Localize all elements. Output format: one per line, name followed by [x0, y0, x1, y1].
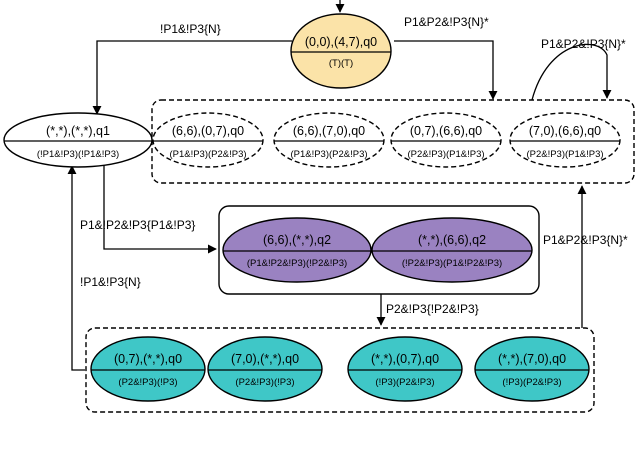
state-initial: (0,0),(4,7),q0 (T)(T) — [290, 13, 392, 89]
state-a2-bottom: (P1&!P3)(P2&!P3) — [290, 149, 367, 160]
state-q1: (*,*),(*,*),q1 (!P1&!P3)(!P1&!P3) — [3, 112, 153, 168]
state-p2-top: (*,*),(6,6),q2 — [418, 233, 486, 247]
state-c2: (7,0),(*,*),q0 (P2&!P3)(!P3) — [207, 336, 323, 402]
state-a2: (6,6),(7,0),q0 (P1&!P3)(P2&!P3) — [273, 112, 385, 168]
state-p1-top: (6,6),(*,*),q2 — [263, 233, 331, 247]
state-a4-top: (7,0),(6,6),q0 — [529, 124, 601, 138]
state-a3-bottom: (P2&!P3)(P1&!P3) — [407, 149, 484, 160]
edge-init-to-q1 — [92, 40, 292, 115]
state-initial-bottom: (T)(T) — [329, 58, 353, 69]
state-c2-top: (7,0),(*,*),q0 — [231, 352, 299, 366]
label-purple-to-cyan: P2&!P3{!P2&!P3} — [386, 302, 479, 316]
state-c4: (*,*),(7,0),q0 (!P3)(P2&!P3) — [474, 336, 590, 402]
state-a1-top: (6,6),(0,7),q0 — [172, 124, 244, 138]
edge-q1-to-purple — [103, 161, 217, 254]
state-a4-bottom: (P2&!P3)(P1&!P3) — [526, 149, 603, 160]
state-a4: (7,0),(6,6),q0 (P2&!P3)(P1&!P3) — [509, 112, 621, 168]
state-p1-bottom: (P1&!P2&!P3)(!P2&!P3) — [247, 258, 347, 269]
state-a3-top: (0,7),(6,6),q0 — [410, 124, 482, 138]
state-c4-top: (*,*),(7,0),q0 — [498, 352, 566, 366]
state-c4-bottom: (!P3)(P2&!P3) — [502, 377, 561, 388]
state-c1-bottom: (P2&!P3)(!P3) — [118, 377, 177, 388]
state-c3-bottom: (!P3)(P2&!P3) — [375, 377, 434, 388]
state-c3-top: (*,*),(0,7),q0 — [371, 352, 439, 366]
state-a1-bottom: (P1&!P3)(P2&!P3) — [169, 149, 246, 160]
state-q1-bottom: (!P1&!P3)(!P1&!P3) — [37, 149, 119, 160]
state-a2-top: (6,6),(7,0),q0 — [293, 124, 365, 138]
cyan-group-box — [85, 327, 595, 413]
state-q1-top: (*,*),(*,*),q1 — [46, 124, 110, 138]
label-dashed-self: P1&P2&!P3{N}* — [541, 37, 626, 51]
edge-dashed-self — [531, 43, 612, 101]
state-p2-bottom: (!P2&!P3)(P1&!P2&!P3) — [402, 258, 502, 269]
label-init-to-q1: !P1&!P3{N} — [160, 22, 221, 36]
label-cyan-to-q1: !P1&!P3{N} — [80, 275, 141, 289]
state-p1: (6,6),(*,*),q2 (P1&!P2&!P3)(!P2&!P3) — [222, 217, 372, 283]
state-c1-top: (0,7),(*,*),q0 — [114, 352, 182, 366]
state-c1: (0,7),(*,*),q0 (P2&!P3)(!P3) — [90, 336, 206, 402]
label-cyan-to-dashed: P1&P2&!P3{N}* — [543, 233, 628, 247]
state-a3: (0,7),(6,6),q0 (P2&!P3)(P1&!P3) — [390, 112, 502, 168]
state-c3: (*,*),(0,7),q0 (!P3)(P2&!P3) — [347, 336, 463, 402]
edge-cyan-to-q1 — [67, 165, 85, 371]
purple-group-box — [218, 205, 540, 295]
state-c2-bottom: (P2&!P3)(!P3) — [235, 377, 294, 388]
state-initial-top: (0,0),(4,7),q0 — [305, 35, 377, 49]
state-a1: (6,6),(0,7),q0 (P1&!P3)(P2&!P3) — [152, 112, 264, 168]
label-init-to-dashed: P1&P2&!P3{N}* — [404, 15, 489, 29]
edge-init-to-dashed — [394, 40, 498, 100]
state-p2: (*,*),(6,6),q2 (!P2&!P3)(P1&!P2&!P3) — [371, 217, 533, 283]
label-q1-to-purple: P1&!P2&!P3{P1&!P3} — [80, 218, 195, 232]
